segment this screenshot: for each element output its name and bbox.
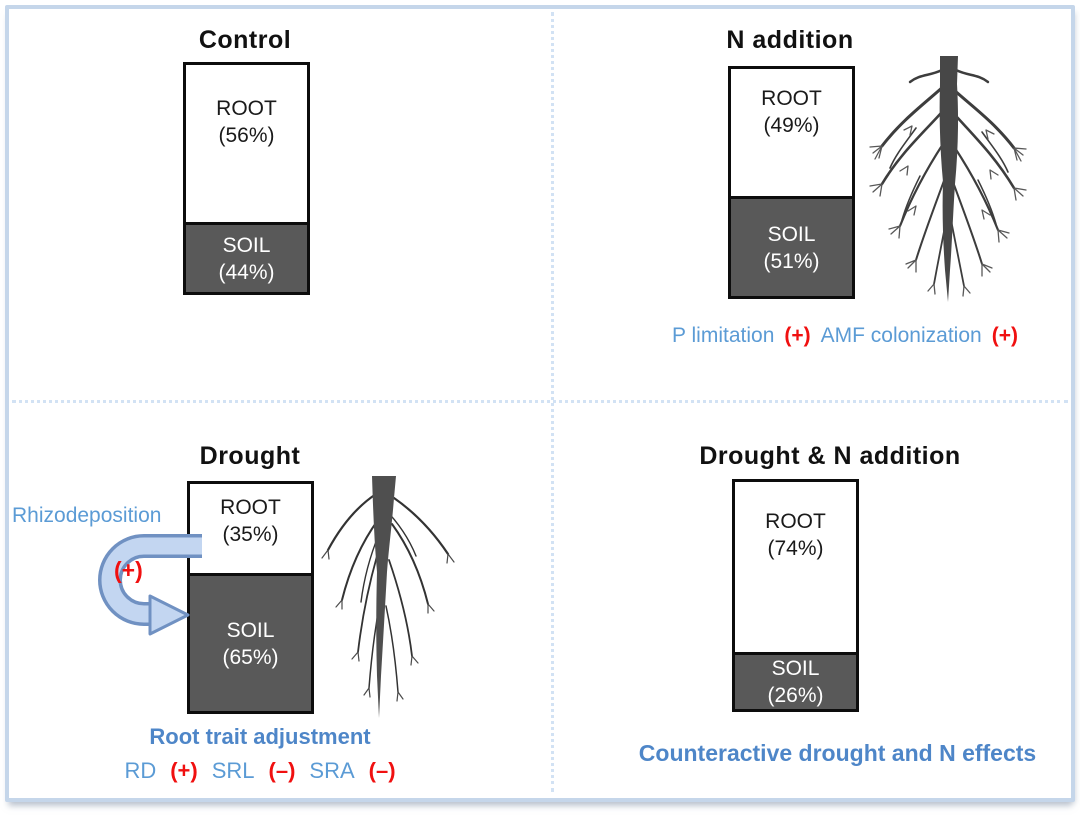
bar-root-section: ROOT (35%) xyxy=(190,484,311,573)
trait-srl-label: SRL xyxy=(211,758,255,783)
stacked-bar-drought-n-addition: ROOT (74%) SOIL (26%) xyxy=(732,479,859,712)
trait-sra-sign: (–) xyxy=(368,758,396,783)
quadrant-title-drought-n-addition: Drought & N addition xyxy=(699,442,961,470)
bar-soil-percent: (51%) xyxy=(763,249,820,273)
bar-root-section: ROOT (74%) xyxy=(735,482,856,652)
bar-soil-section: SOIL (51%) xyxy=(731,196,852,296)
bar-root-percent: (35%) xyxy=(222,523,279,546)
amf-colonization-label: AMF colonization xyxy=(820,324,982,347)
trait-rd-label: RD xyxy=(124,758,157,783)
bar-root-label: ROOT xyxy=(765,510,826,533)
p-limitation-sign: (+) xyxy=(784,324,811,347)
bar-root-label: ROOT xyxy=(216,97,277,120)
bar-soil-section: SOIL (44%) xyxy=(186,222,307,292)
bar-root-percent: (56%) xyxy=(218,124,275,147)
root-traits-line: RD (+) SRL (–) SRA (–) xyxy=(105,758,415,784)
trait-srl-sign: (–) xyxy=(268,758,296,783)
rhizodeposition-label: Rhizodeposition xyxy=(12,504,162,527)
rhizodeposition-arrow: (+) xyxy=(96,521,208,639)
root-trait-adjustment-caption: Root trait adjustment xyxy=(149,724,371,749)
bar-soil-percent: (65%) xyxy=(222,645,279,669)
bar-root-label: ROOT xyxy=(761,87,822,110)
fibrous-root-illustration xyxy=(869,56,1027,302)
bar-root-percent: (49%) xyxy=(763,114,820,137)
bar-root-percent: (74%) xyxy=(767,537,824,560)
trait-sra-label: SRA xyxy=(309,758,355,783)
stacked-bar-drought: ROOT (35%) SOIL (65%) xyxy=(187,481,314,714)
quadrant-title-drought: Drought xyxy=(199,442,301,470)
bar-soil-percent: (26%) xyxy=(767,684,824,707)
amf-colonization-sign: (+) xyxy=(991,324,1018,347)
stacked-bar-control: ROOT (56%) SOIL (44%) xyxy=(183,62,310,295)
bar-soil-label: SOIL xyxy=(771,657,820,680)
bar-soil-section: SOIL (65%) xyxy=(190,573,311,711)
bar-root-section: ROOT (56%) xyxy=(186,65,307,222)
trait-rd-sign: (+) xyxy=(170,758,198,783)
quadrant-title-n-addition: N addition xyxy=(726,26,854,54)
bar-root-section: ROOT (49%) xyxy=(731,69,852,196)
taproot-root-illustration xyxy=(321,476,455,718)
quadrant-title-control: Control xyxy=(198,26,292,54)
rhizodeposition-sign: (+) xyxy=(114,557,143,583)
bar-soil-label: SOIL xyxy=(222,233,271,257)
curved-transfer-arrow-icon xyxy=(98,534,202,636)
bar-root-label: ROOT xyxy=(220,496,281,519)
stacked-bar-n-addition: ROOT (49%) SOIL (51%) xyxy=(728,66,855,299)
quadrant-divider-horizontal xyxy=(12,400,1068,403)
n-addition-caption: P limitation (+) AMF colonization (+) xyxy=(630,324,1060,348)
bar-soil-percent: (44%) xyxy=(218,260,275,284)
bar-soil-section: SOIL (26%) xyxy=(735,652,856,709)
p-limitation-label: P limitation xyxy=(672,324,775,347)
bar-soil-label: SOIL xyxy=(767,222,816,246)
bar-soil-label: SOIL xyxy=(226,618,275,642)
counteractive-effects-caption: Counteractive drought and N effects xyxy=(638,740,1037,766)
